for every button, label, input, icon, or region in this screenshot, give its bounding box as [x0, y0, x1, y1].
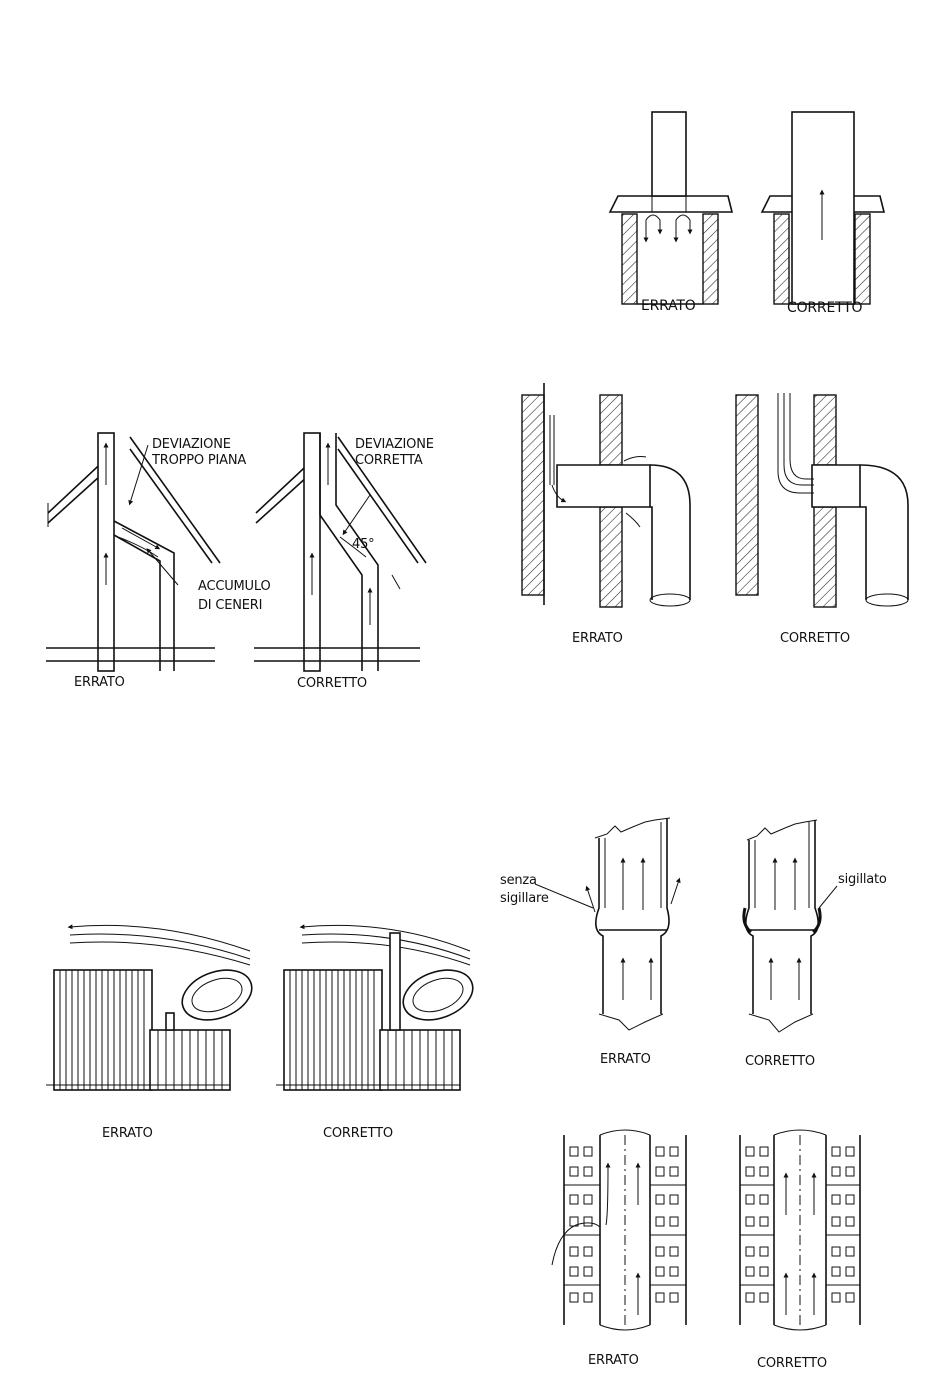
seal-wrong-label: ERRATO: [600, 1052, 651, 1067]
cap-wrong-figure: [610, 112, 732, 304]
elbow-diagram-panel: ERRATO CORRETTO: [500, 375, 930, 660]
unsealed-note: senza sigillare: [500, 872, 549, 908]
seal-diagram-drawing: [495, 800, 905, 1080]
cap-wrong-label: ERRATO: [641, 298, 696, 314]
cap-right-figure: [762, 112, 884, 304]
roof-correct-deviation-note: DEVIAZIONE CORRETTA: [355, 437, 434, 469]
roof-wrong-label: ERRATO: [74, 675, 125, 690]
block-diagram-drawing: [540, 1125, 880, 1340]
cap-diagram-panel: ERRATO CORRETTO: [510, 100, 940, 335]
seal-right-label: CORRETTO: [745, 1054, 815, 1069]
roof-ash-buildup-note: ACCUMULO DI CENERI: [198, 577, 270, 615]
block-right-label: CORRETTO: [757, 1356, 827, 1371]
elbow-right-label: CORRETTO: [780, 631, 850, 646]
roof-diagram-panel: DEVIAZIONE TROPPO PIANA DEVIAZIONE CORRE…: [40, 425, 460, 700]
cap-right-label: CORRETTO: [787, 300, 862, 316]
block-right-figure: [740, 1130, 860, 1330]
elbow-wrong-label: ERRATO: [572, 631, 623, 646]
elbow-right-figure: [736, 393, 908, 607]
sealed-note: sigillato: [838, 872, 887, 887]
roof-right-label: CORRETTO: [297, 676, 367, 691]
seal-wrong-figure: [535, 818, 679, 1030]
wind-right-figure: [276, 925, 475, 1090]
wind-diagram-panel: ERRATO CORRETTO: [40, 915, 475, 1165]
elbow-diagram-drawing: [500, 375, 930, 660]
cap-diagram-drawing: [510, 100, 940, 335]
seal-right-figure: [744, 820, 837, 1032]
roof-angle-label: 45°: [352, 537, 374, 552]
block-wrong-label: ERRATO: [588, 1353, 639, 1368]
wind-wrong-label: ERRATO: [102, 1126, 153, 1141]
block-diagram-panel: ERRATO CORRETTO: [540, 1125, 880, 1380]
wind-diagram-drawing: [40, 915, 475, 1115]
elbow-wrong-figure: [522, 383, 690, 607]
seal-diagram-panel: senza sigillare sigillato ERRATO CORRETT…: [495, 800, 905, 1080]
roof-too-flat-note: DEVIAZIONE TROPPO PIANA: [152, 437, 246, 469]
block-wrong-figure: [552, 1130, 686, 1330]
wind-right-label: CORRETTO: [323, 1126, 393, 1141]
wind-wrong-figure: [46, 925, 259, 1090]
